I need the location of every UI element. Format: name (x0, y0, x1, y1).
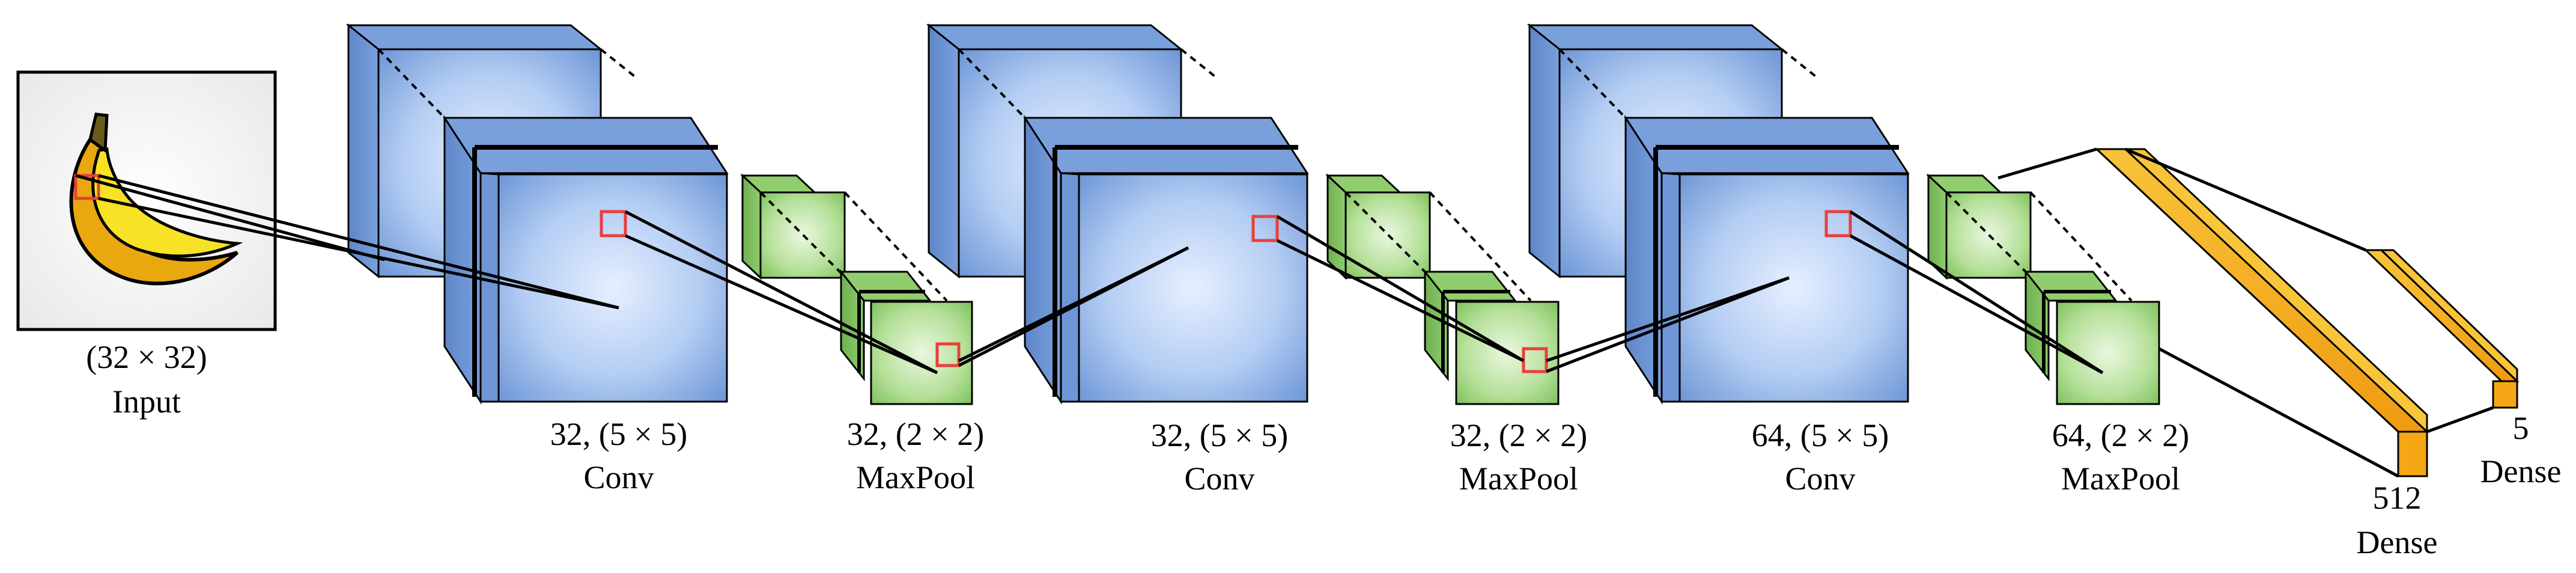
conv1-receptive-field (600, 210, 627, 237)
pool3-type-label: MaxPool (2061, 461, 2180, 497)
pool3-params-label: 64, (2 × 2) (2052, 417, 2189, 453)
dense1-params-label: 512 (2373, 480, 2422, 516)
conv2-type-label: Conv (1184, 461, 1254, 497)
input-image-frame (16, 70, 277, 331)
pool1-receptive-field (935, 342, 961, 367)
conv1-block: 32, (5 × 5) Conv (345, 23, 729, 495)
connection-lines (75, 147, 2494, 478)
conv2-receptive-field (1251, 215, 1279, 242)
conv1-type-label: Conv (583, 459, 654, 495)
banana-icon (69, 112, 243, 286)
input-size-label: (32 × 32) (86, 339, 207, 375)
conv3-block: 64, (5 × 5) Conv (1526, 23, 1910, 497)
pool2-type-label: MaxPool (1459, 461, 1578, 497)
pool1-type-label: MaxPool (856, 459, 975, 495)
pool1-params-label: 32, (2 × 2) (847, 416, 984, 452)
dense2-block: 5 Dense (2363, 249, 2562, 489)
conv2-block: 32, (5 × 5) Conv (926, 23, 1309, 497)
dense1-type-label: Dense (2357, 524, 2438, 560)
conv1-params-label: 32, (5 × 5) (550, 416, 687, 452)
pool2-params-label: 32, (2 × 2) (1450, 417, 1587, 453)
conv2-params-label: 32, (5 × 5) (1151, 417, 1288, 453)
conv3-params-label: 64, (5 × 5) (1752, 417, 1889, 453)
pool1-block: 32, (2 × 2) MaxPool (740, 173, 984, 495)
input-receptive-field (74, 174, 100, 200)
conv3-type-label: Conv (1785, 461, 1855, 497)
conv3-receptive-field (1824, 210, 1852, 237)
input-label: Input (112, 384, 181, 420)
dense2-type-label: Dense (2480, 453, 2562, 489)
pool3-block: 64, (2 × 2) MaxPool (1926, 173, 2189, 497)
input-block: (32 × 32) Input (16, 70, 277, 420)
dense2-params-label: 5 (2513, 410, 2529, 446)
dense1-block: 512 Dense (2094, 148, 2438, 560)
